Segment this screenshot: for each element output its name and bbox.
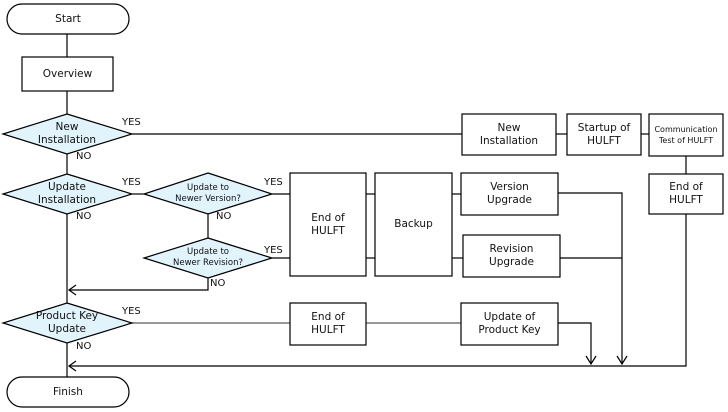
connector-version-down [558, 192, 623, 364]
no-label-new: NO [76, 151, 92, 162]
no-label-key: NO [76, 341, 92, 352]
update-product-key-label: Update of Product Key [478, 311, 541, 336]
revision-upgrade-label: Revision Upgrade [489, 243, 534, 268]
no-label-update: NO [76, 211, 92, 222]
overview-label: Overview [42, 67, 93, 80]
update-product-key-box [460, 302, 559, 346]
update-installation-decision-label: Update Installation [37, 181, 97, 206]
newer-revision-decision-label: Update to Newer Revision? [172, 247, 243, 268]
arrow-key-down [585, 355, 597, 366]
newer-revision-diamond [141, 237, 275, 279]
finish-terminator [6, 376, 130, 408]
arrow-version-down [616, 355, 628, 366]
end-hulft-update-box [289, 172, 367, 277]
yes-label-update: YES [122, 177, 141, 188]
end-hulft-new-label: End of HULFT [669, 181, 703, 206]
yes-label-key: YES [122, 306, 141, 317]
backup-box [374, 172, 453, 277]
connector-key-down [558, 322, 592, 364]
connector-end-return [70, 214, 687, 367]
product-key-diamond [0, 302, 135, 344]
revision-upgrade-box [462, 234, 561, 278]
yes-label-revision: YES [264, 245, 283, 256]
new-installation-decision-label: New Installation [37, 121, 97, 146]
update-installation-diamond [0, 173, 135, 215]
backup-label: Backup [394, 218, 433, 230]
end-hulft-update-label: End of HULFT [311, 211, 345, 237]
no-label-version: NO [216, 211, 232, 222]
product-key-decision-label: Product Key Update [35, 310, 99, 335]
finish-label: Finish [53, 385, 83, 398]
newer-version-decision-label: Update to Newer Version? [175, 183, 241, 204]
end-hulft-key-label: End of HULFT [311, 311, 345, 336]
version-upgrade-box [460, 172, 559, 216]
communication-test-label: Communication Test of HULFT [654, 125, 718, 145]
overview-box [21, 56, 114, 92]
yes-label-new: YES [122, 117, 141, 128]
arrow-revision-no [67, 284, 77, 296]
version-upgrade-label: Version Upgrade [487, 181, 532, 206]
new-installation-label: New Installation [479, 121, 539, 147]
no-label-revision: NO [210, 278, 226, 289]
new-installation-box [461, 113, 557, 156]
end-hulft-new-box [648, 173, 724, 215]
startup-hulft-label: Startup of HULFT [577, 121, 631, 147]
connectors [66, 33, 687, 377]
newer-version-diamond [142, 172, 274, 215]
yes-label-version: YES [264, 177, 283, 188]
connector-revision-no [70, 278, 209, 291]
start-label: Start [55, 12, 81, 25]
start-terminator [6, 3, 130, 35]
startup-hulft-box [566, 113, 642, 156]
communication-test-box [648, 113, 724, 157]
end-hulft-key-box [289, 302, 367, 346]
arrow-return-finish [67, 360, 77, 372]
new-installation-diamond [0, 113, 135, 155]
